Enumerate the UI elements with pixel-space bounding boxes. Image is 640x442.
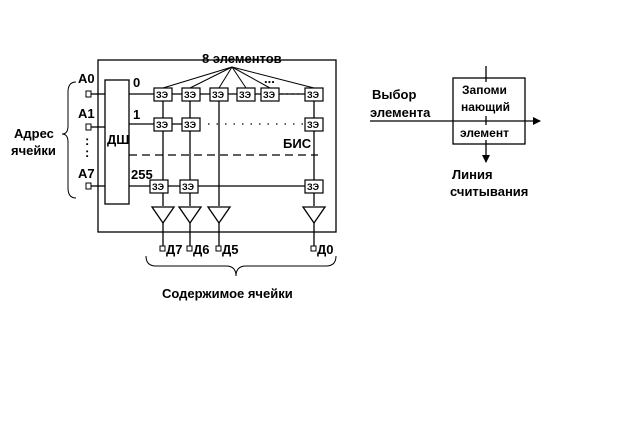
select-label-line2: элемента [370,105,431,120]
memory-cell [153,87,173,102]
cell-contents-label: Содержимое ячейки [162,286,293,301]
fan-lines [162,66,315,89]
memory-cell-label: ЗЭ [156,120,169,130]
element-text-line2: нающий [461,100,510,114]
box-text-bg-top [457,82,521,116]
memory-cell-label: ЗЭ [307,182,320,192]
memory-cell-label: ЗЭ [156,90,169,100]
memory-cell-label: ЗЭ [307,90,320,100]
pin-a7-label: A7 [78,166,95,181]
chip-outline [97,59,337,233]
pin-a1-label: A1 [78,106,95,121]
output-buffers [150,206,327,225]
chip-label: БИС [283,136,312,151]
pin-a0-label: A0 [78,71,95,86]
row-1-label: 1 [133,107,140,122]
decoder-label: ДШ [107,132,129,147]
output-d6-label: Д6 [193,242,210,257]
memory-cell-label: ЗЭ [239,90,252,100]
memory-cell-label: ЗЭ [152,182,165,192]
cell-row-0: ЗЭ ЗЭ ЗЭ ЗЭ ЗЭ ЗЭ [153,87,324,102]
output-d0-label: Д0 [317,242,334,257]
row-255-label: 255 [131,167,153,182]
memory-cell-label: ЗЭ [212,90,225,100]
address-brace [61,81,77,199]
memory-element-box [452,77,526,145]
address-vertical-dots-2: : [85,145,89,160]
contents-brace [145,255,337,277]
memory-cell [209,87,229,102]
pin-a1-terminal [85,123,92,131]
output-d5-label: Д5 [222,242,239,257]
memory-cell [181,87,201,102]
cell-row-1: ЗЭ ЗЭ ЗЭ [153,117,324,132]
output-d7-label: Д7 [166,242,183,257]
memory-cell-label: ЗЭ [184,120,197,130]
read-line-label-line2: считывания [450,184,528,199]
memory-element-diagram: Выбор элемента Запоми нающий элемент Лин… [370,66,541,199]
memory-cell [304,87,324,102]
select-label-line1: Выбор [372,87,416,102]
row-0-label: 0 [133,75,140,90]
memory-cell-label: ЗЭ [263,90,276,100]
memory-cell-label: ЗЭ [184,90,197,100]
read-line-label-line1: Линия [452,167,493,182]
cell-row-255: ЗЭ ЗЭ ЗЭ [149,179,324,194]
output-terminal-d5 [215,245,222,252]
memory-chip-diagram: 8 элементов ... A0 A1 A7 : : Адрес ячейк… [11,51,337,301]
memory-cell [304,117,324,132]
output-terminal-d6 [186,245,193,252]
decoder-block [104,79,130,205]
elements-count-label: 8 элементов [202,51,282,66]
memory-cell [149,179,169,194]
memory-cell [153,117,173,132]
memory-cell [181,117,201,132]
element-text-line3: элемент [460,126,509,140]
buffer-triangle-icon [206,206,232,225]
address-vertical-dots: : [85,133,89,148]
memory-cell-label: ЗЭ [182,182,195,192]
output-terminal-d7 [159,245,166,252]
memory-cell-label: ЗЭ [307,120,320,130]
pin-a7-terminal [85,182,92,190]
memory-cell [179,179,199,194]
buffer-triangle-icon [177,206,203,225]
pin-a0-terminal [85,90,92,98]
element-text-line1: Запоми [462,83,507,97]
address-label-line2: ячейки [11,143,56,158]
buffer-triangle-icon [301,206,327,225]
buffer-triangle-icon [150,206,176,225]
memory-cell [304,179,324,194]
output-terminal-d0 [310,245,317,252]
fan-ellipsis: ... [264,71,275,86]
memory-cell [236,87,256,102]
memory-cell [260,87,280,102]
box-text-bg-bottom [457,125,521,140]
address-label-line1: Адрес [14,126,54,141]
